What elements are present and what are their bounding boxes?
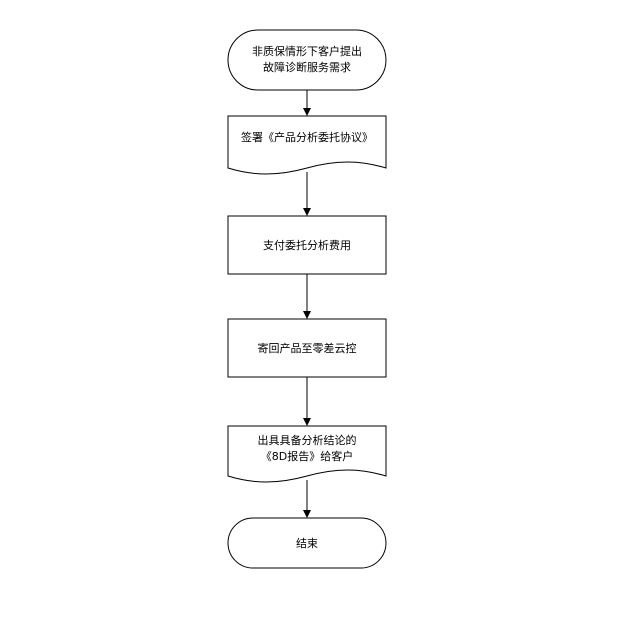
node-start: 非质保情形下客户提出 故障诊断服务需求 [227, 29, 387, 91]
node-start-label-line-2: 故障诊断服务需求 [263, 60, 351, 74]
node-end-label: 结束 [296, 537, 318, 550]
node-send-product-label: 寄回产品至零差云控 [258, 341, 357, 355]
node-sign-agreement: 签署《产品分析委托协议》 [227, 115, 387, 175]
node-sign-agreement-label: 签署《产品分析委托协议》 [241, 130, 373, 144]
terminator-shape [227, 29, 387, 91]
node-send-product: 寄回产品至零差云控 [227, 318, 387, 378]
document-shape [227, 425, 387, 483]
terminator-shape [227, 517, 387, 569]
node-end: 结束 [227, 517, 387, 569]
node-issue-report: 出具具备分析结论的 《8D报告》给客户 [227, 425, 387, 483]
document-shape [227, 115, 387, 175]
process-shape [227, 215, 387, 275]
node-start-label-line-1: 非质保情形下客户提出 [252, 44, 362, 58]
node-pay-fee-label: 支付委托分析费用 [263, 238, 351, 252]
node-issue-report-label-line-2: 《8D报告》给客户 [261, 449, 353, 463]
process-shape [227, 318, 387, 378]
node-pay-fee: 支付委托分析费用 [227, 215, 387, 275]
node-issue-report-label-line-1: 出具具备分析结论的 [258, 433, 357, 447]
